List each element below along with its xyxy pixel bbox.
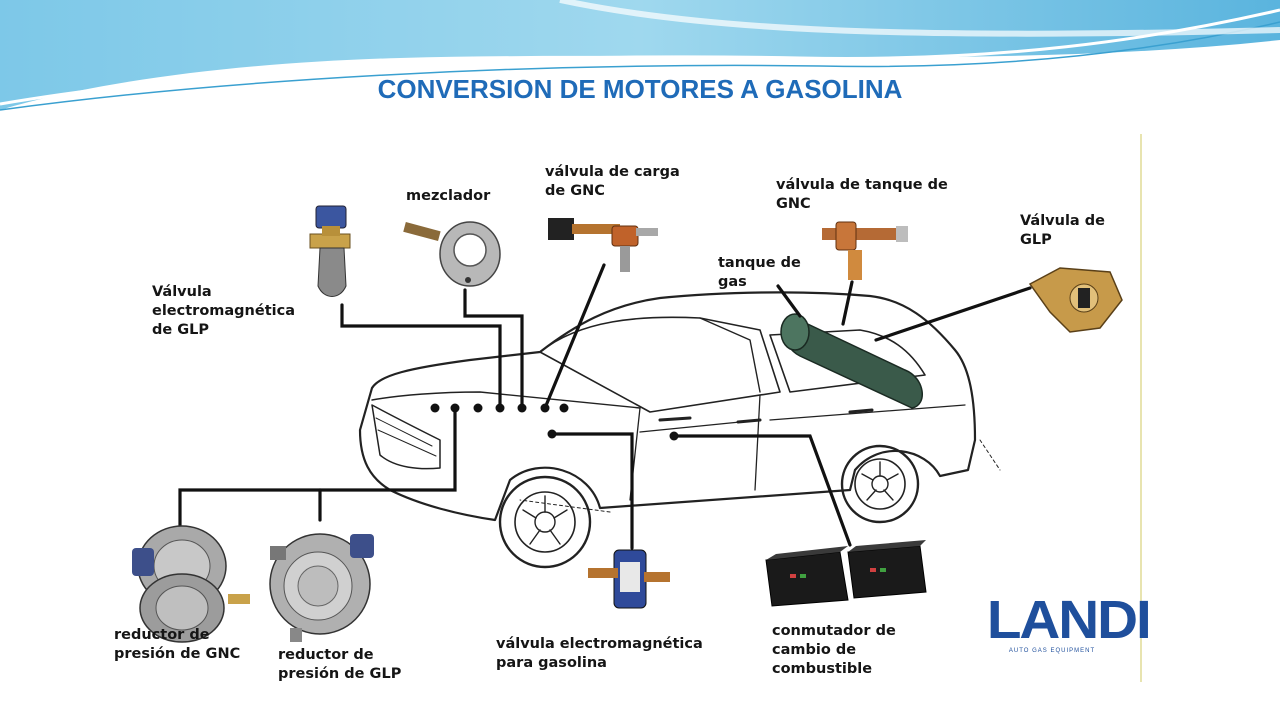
landi-logo-text: LANDI bbox=[986, 590, 1152, 650]
gas-tank bbox=[780, 313, 923, 409]
cng-tank-valve-image bbox=[822, 221, 908, 280]
landi-logo: LANDI AUTO GAS EQUIPMENT bbox=[986, 590, 1152, 654]
label-cng-filling-valve: válvula de carga de GNC bbox=[545, 164, 680, 199]
label-gas-tank: tanque de gas bbox=[718, 255, 801, 290]
cng-filling-valve-image bbox=[548, 218, 658, 272]
label-mixer: mezclador bbox=[406, 188, 491, 204]
car-illustration bbox=[358, 291, 1001, 569]
slide-title: CONVERSION DE MOTORES A GASOLINA bbox=[377, 74, 903, 104]
connection-dots bbox=[430, 403, 679, 441]
label-cng-pressure-reducer: reductor de presión de GNC bbox=[114, 627, 241, 662]
mixer-image bbox=[403, 221, 501, 287]
label-lpg-valve: Válvula de GLP bbox=[1020, 213, 1105, 248]
lpg-valve-image bbox=[1028, 267, 1123, 333]
gasoline-solenoid-valve-image bbox=[588, 549, 670, 609]
fuel-switch-image bbox=[765, 540, 927, 607]
lpg-solenoid-valve-image bbox=[309, 205, 351, 297]
label-lpg-pressure-reducer: reductor de presión de GLP bbox=[278, 647, 402, 682]
landi-logo-tagline: AUTO GAS EQUIPMENT bbox=[1008, 648, 1096, 654]
diagram-border bbox=[1140, 134, 1142, 682]
header-wave bbox=[0, 0, 1280, 111]
lpg-pressure-reducer-image bbox=[269, 533, 374, 642]
label-gasoline-solenoid-valve: válvula electromagnética para gasolina bbox=[496, 636, 703, 671]
label-cng-tank-valve: válvula de tanque de GNC bbox=[776, 177, 948, 212]
label-fuel-switch: conmutador de cambio de combustible bbox=[772, 623, 896, 677]
cng-pressure-reducer-image bbox=[132, 525, 250, 643]
leader-lines bbox=[178, 263, 1032, 550]
label-lpg-solenoid-valve: Válvula electromagnética de GLP bbox=[152, 284, 295, 338]
